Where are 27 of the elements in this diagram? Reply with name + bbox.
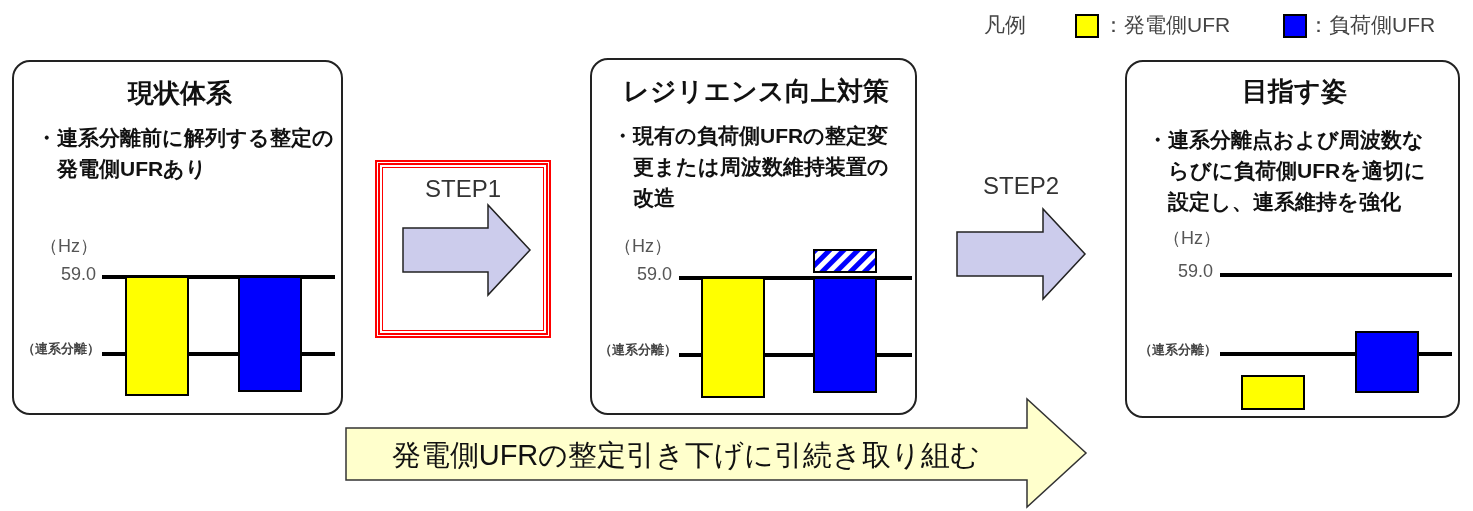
axis-tick-label: 59.0 <box>59 264 96 286</box>
axis-unit-label: （Hz） <box>613 236 672 258</box>
axis-tick-label: （連系分離） <box>1138 342 1217 358</box>
axis-tick-label: （連系分離） <box>21 341 100 357</box>
axis-tick-label: 59.0 <box>1176 261 1213 283</box>
bullet-text: ・現有の負荷側UFRの整定変更または周波数維持装置の改造 <box>612 123 890 211</box>
stage-panel <box>590 58 917 415</box>
panel-heading: レジリエンス向上対策 <box>621 76 890 108</box>
axis-tick-label: （連系分離） <box>598 342 677 358</box>
axis-unit-label: （Hz） <box>1162 228 1221 250</box>
axis-tick-label: 59.0 <box>635 264 672 286</box>
step-label: STEP1 <box>424 175 502 204</box>
panel-heading: 目指す姿 <box>1241 76 1348 108</box>
legend-text: ：発電側UFR <box>1103 12 1231 38</box>
panel-heading: 現状体系 <box>126 78 233 110</box>
step-box <box>375 160 551 338</box>
block-arrow <box>345 398 1087 508</box>
stage-panel <box>1125 60 1460 418</box>
arrow-text: 発電側UFRの整定引き下げに引続き取り組む <box>390 438 982 473</box>
legend-text: ：負荷側UFR <box>1308 12 1436 38</box>
bullet-text: ・連系分離点および周波数ならびに負荷側UFRを適切に設定し、連系維持を強化 <box>1147 127 1428 215</box>
legend-title: 凡例 <box>984 12 1026 38</box>
axis-unit-label: （Hz） <box>39 236 98 258</box>
stage-panel <box>12 60 343 415</box>
block-arrow <box>956 207 1087 301</box>
bullet-text: ・連系分離前に解列する整定の発電側UFRあり <box>36 125 335 183</box>
block-arrow <box>402 203 532 297</box>
